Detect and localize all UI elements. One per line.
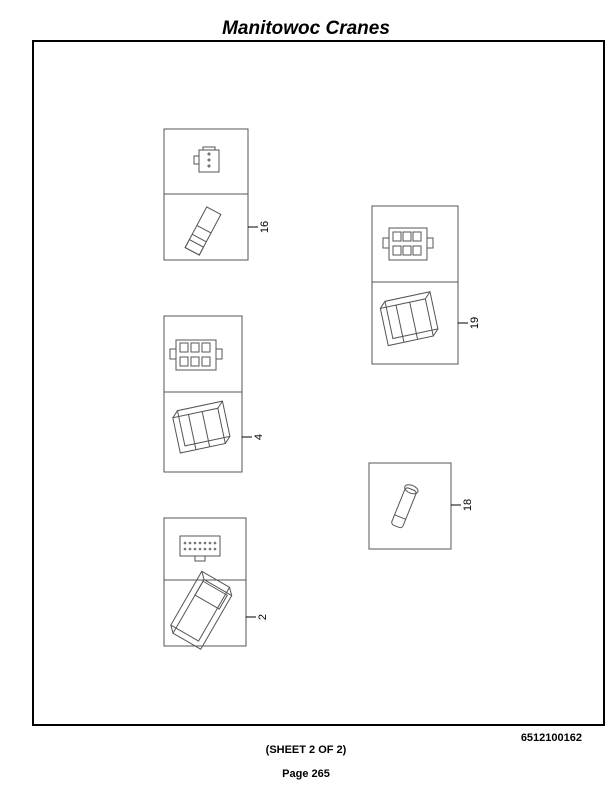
page-number: Page 265 (282, 768, 330, 780)
document-number: 6512100162 (520, 732, 582, 744)
part-19-illustration (371, 205, 468, 365)
callout-16: 16 (259, 221, 271, 233)
callout-2: 2 (257, 614, 269, 620)
callout-18: 18 (462, 499, 474, 511)
callout-19: 19 (469, 317, 481, 329)
part-18-illustration (368, 462, 461, 550)
part-16-illustration (163, 128, 258, 261)
part-4-illustration (163, 315, 252, 473)
page-title: Manitowoc Cranes (222, 18, 390, 39)
part-2-illustration (163, 517, 256, 650)
callout-4: 4 (253, 434, 265, 440)
sheet-label: (SHEET 2 OF 2) (265, 744, 347, 756)
drawing-frame (32, 40, 605, 726)
